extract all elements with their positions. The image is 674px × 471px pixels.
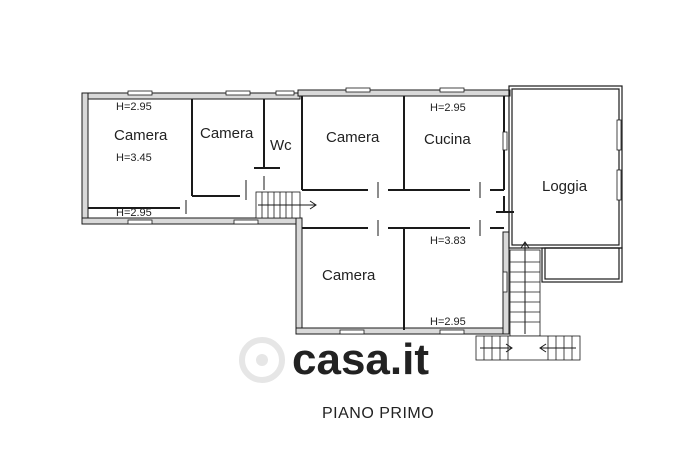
room-label-loggia: Loggia <box>542 178 588 195</box>
room-label-camera-2: Camera <box>200 125 254 142</box>
room-label-camera-1: Camera <box>114 127 168 144</box>
height-label: H=2.95 <box>116 207 152 219</box>
height-label: H=3.45 <box>116 152 152 164</box>
height-label: H=2.95 <box>430 316 466 328</box>
room-label-wc: Wc <box>270 137 292 154</box>
room-label-camera-4: Camera <box>322 267 376 284</box>
height-label: H=2.95 <box>116 101 152 113</box>
windows <box>127 87 622 335</box>
external-staircase <box>475 241 581 361</box>
internal-staircase <box>255 191 317 219</box>
watermark: casa.it <box>239 335 429 384</box>
height-label: H=3.83 <box>430 235 466 247</box>
interior-walls <box>88 96 514 330</box>
height-label: H=2.95 <box>430 102 466 114</box>
room-label-cucina: Cucina <box>424 131 471 148</box>
room-label-camera-3: Camera <box>326 129 380 146</box>
watermark-text: casa.it <box>292 335 429 384</box>
plan-title: PIANO PRIMO <box>322 405 434 422</box>
outer-walls <box>81 85 623 335</box>
